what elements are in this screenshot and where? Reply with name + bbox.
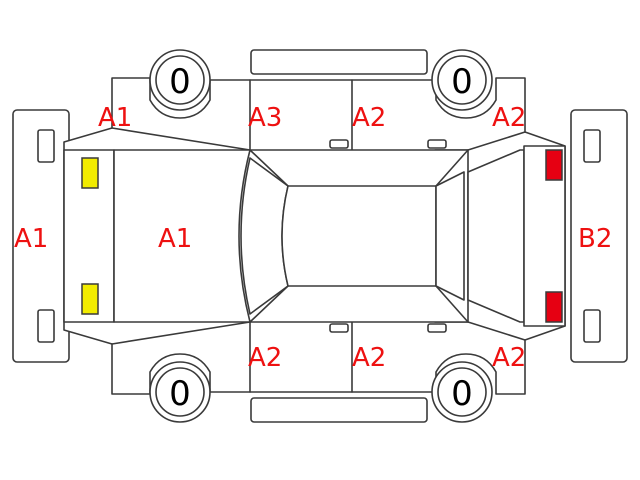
tire-tread-left-rear: 0 — [451, 62, 473, 102]
door-handle — [329, 139, 349, 149]
windshield — [240, 157, 289, 315]
trunk-lid — [467, 149, 525, 323]
damage-label-front-bumper: A1 — [14, 224, 48, 254]
right-side-sill — [250, 397, 428, 423]
front-lamp-right — [81, 283, 99, 315]
tire-tread-right-front: 0 — [169, 374, 191, 414]
rear-window — [435, 171, 465, 301]
door-handle — [427, 323, 447, 333]
damage-label-left-rear-fender: A2 — [492, 103, 526, 133]
damage-label-right-rear-door: A2 — [352, 343, 386, 373]
damage-label-rear-bumper: B2 — [578, 224, 612, 254]
tire-tread-right-rear: 0 — [451, 374, 473, 414]
rear-lamp-left — [545, 149, 563, 181]
damage-label-left-rear-door: A2 — [352, 103, 386, 133]
tire-left-rear: 0 — [431, 49, 493, 111]
door-handle — [329, 323, 349, 333]
rear-lamp-right — [545, 291, 563, 323]
rear-bumper — [570, 109, 628, 363]
damage-label-right-front-door: A2 — [248, 343, 282, 373]
front-lamp-left — [81, 157, 99, 189]
damage-label-left-front-door: A3 — [248, 103, 282, 133]
roof — [281, 185, 437, 287]
damage-label-left-front-fender: A1 — [98, 103, 132, 133]
damage-label-right-rear-fender: A2 — [492, 343, 526, 373]
door-handle — [427, 139, 447, 149]
tire-left-front: 0 — [149, 49, 211, 111]
tire-right-front: 0 — [149, 361, 211, 423]
tire-right-rear: 0 — [431, 361, 493, 423]
tire-tread-left-front: 0 — [169, 62, 191, 102]
rear-panel — [523, 145, 566, 327]
damage-label-hood: A1 — [158, 224, 192, 254]
left-side-sill — [250, 49, 428, 75]
